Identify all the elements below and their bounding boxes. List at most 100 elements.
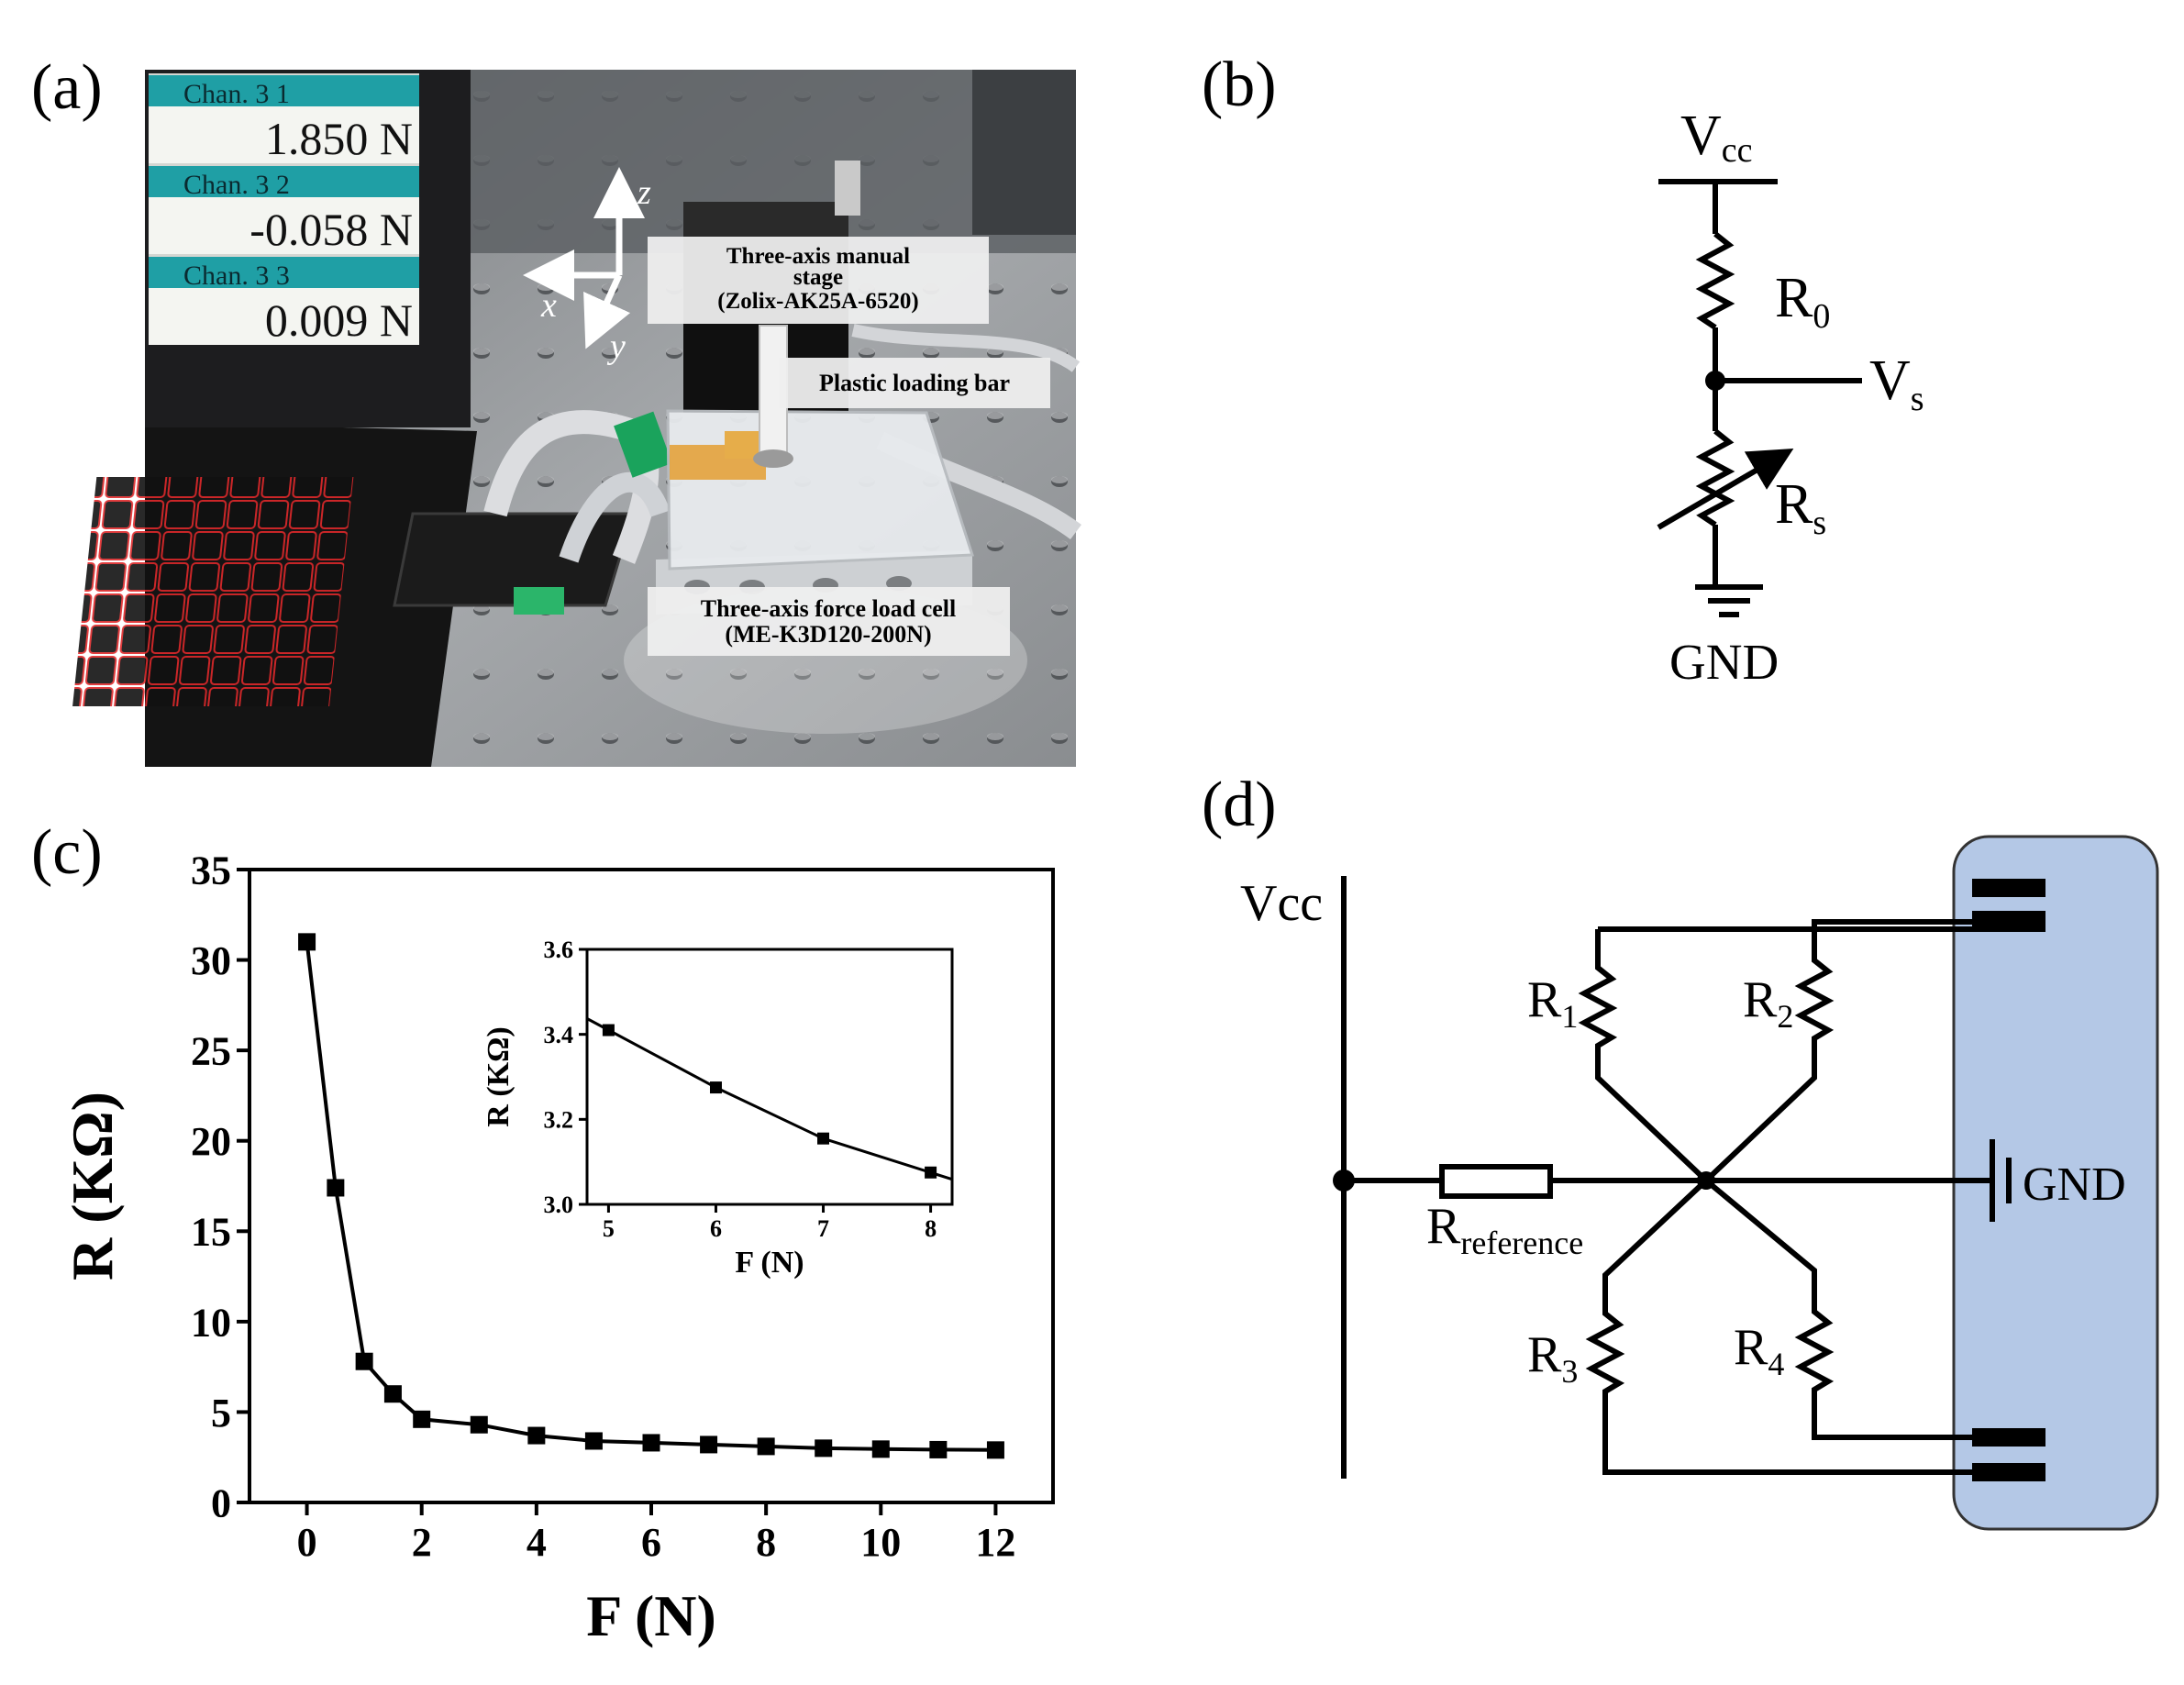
- reference-resistor: [1439, 1164, 1553, 1199]
- y-tick-label: 10: [191, 1300, 231, 1345]
- force-readout-display: Chan. 3 1 1.850 N Chan. 3 2 -0.058 N Cha…: [149, 73, 419, 346]
- resistor-rs: [1695, 428, 1735, 527]
- data-point: [757, 1437, 775, 1456]
- contact-pads: [1972, 879, 2045, 1481]
- x-tick-label: 5: [603, 1215, 615, 1242]
- data-point: [327, 1179, 345, 1197]
- y-tick-label: 30: [191, 938, 231, 983]
- x-axis-title: F (N): [735, 1246, 804, 1280]
- data-point: [602, 1024, 615, 1036]
- r3-label: R3: [1527, 1326, 1578, 1390]
- y-tick-label: 25: [191, 1029, 231, 1074]
- y-axis-arrow: [583, 273, 631, 349]
- y-axis-title: R (KΩ): [482, 1026, 516, 1126]
- coordinate-axes: [523, 167, 645, 349]
- experimental-setup-photo: [72, 70, 1082, 767]
- x-tick-label: 8: [925, 1215, 937, 1242]
- readout-row: Chan. 3 1 1.850 N: [149, 75, 419, 164]
- callout-stage-line2: stage: [793, 265, 843, 290]
- bridge-circuit: [1341, 876, 2045, 1479]
- junction-node: [1705, 371, 1725, 391]
- readout-channel-label: Chan. 3 3: [183, 261, 290, 291]
- voltage-divider-circuit: [1657, 179, 1862, 617]
- data-point: [413, 1410, 431, 1428]
- callout-cell-line2: (ME-K3D120-200N): [725, 621, 931, 648]
- y-tick-label: 3.2: [544, 1106, 574, 1133]
- data-point: [700, 1436, 718, 1454]
- vcc-label: Vcc: [1680, 105, 1753, 170]
- panel-a-label: (a): [31, 52, 103, 123]
- data-point: [871, 1440, 890, 1458]
- resistor-r4: [1704, 1178, 2045, 1440]
- callout-stage-line3: (Zolix-AK25A-6520): [717, 289, 918, 314]
- panel-b-label: (b): [1202, 50, 1277, 120]
- r0-label: R0: [1775, 267, 1830, 336]
- panel-b: (b) Vcc R0 Vs Rs GND: [1202, 50, 1924, 690]
- x-axis-title: F (N): [586, 1583, 716, 1648]
- x-tick-label: 0: [297, 1520, 317, 1565]
- data-point: [929, 1440, 948, 1458]
- resistor-r2: [1703, 924, 1835, 1183]
- data-point: [527, 1426, 546, 1445]
- panel-a: (a): [31, 52, 1082, 767]
- gnd-label: GND: [1669, 634, 1779, 690]
- rref-label: Rreference: [1426, 1198, 1583, 1261]
- data-point: [709, 1081, 722, 1094]
- plot-frame: [248, 868, 1055, 1504]
- y-tick-label: 15: [191, 1210, 231, 1255]
- vcc-label: Vcc: [1240, 875, 1323, 932]
- y-tick-label: 3.6: [544, 937, 574, 963]
- data-point: [986, 1441, 1004, 1459]
- data-point: [817, 1132, 830, 1145]
- x-tick-label: 2: [412, 1520, 432, 1565]
- data-point: [815, 1439, 833, 1458]
- callout-stage-line1: Three-axis manual: [726, 244, 910, 269]
- data-point: [642, 1434, 660, 1452]
- x-tick-label: 10: [860, 1520, 901, 1565]
- x-tick-label: 8: [756, 1520, 776, 1565]
- r1-label: R1: [1527, 971, 1578, 1035]
- callout-bar-text: Plastic loading bar: [819, 370, 1010, 396]
- callout-manual-stage: Three-axis manual stage (Zolix-AK25A-652…: [648, 237, 989, 324]
- callout-loading-bar: Plastic loading bar: [780, 358, 1050, 408]
- readout-value: -0.058 N: [249, 204, 413, 255]
- y-tick-label: 3.0: [544, 1192, 574, 1218]
- series-line: [586, 1017, 953, 1181]
- x-tick-label: 6: [641, 1520, 661, 1565]
- data-point: [470, 1415, 488, 1434]
- callout-load-cell: Three-axis force load cell (ME-K3D120-20…: [648, 587, 1010, 656]
- contact-pad: [1972, 1428, 2045, 1447]
- pad-wire-2: [1812, 919, 2045, 925]
- readout-value: 0.009 N: [265, 294, 413, 346]
- contact-pad: [1972, 1463, 2045, 1481]
- panel-c-label: (c): [31, 817, 103, 888]
- x-tick-label: 7: [817, 1215, 829, 1242]
- panel-d-label: (d): [1202, 770, 1277, 840]
- contact-pad: [1972, 879, 2045, 897]
- data-point: [584, 1432, 603, 1450]
- x-tick-label: 6: [710, 1215, 722, 1242]
- x-tick-label: 12: [975, 1520, 1015, 1565]
- rs-label: Rs: [1775, 473, 1826, 542]
- r2-label: R2: [1743, 971, 1793, 1035]
- junction-node: [1333, 1170, 1355, 1192]
- readout-channel-label: Chan. 3 1: [183, 79, 290, 109]
- bridge-center-node: [1697, 1171, 1715, 1190]
- z-axis-label: z: [637, 173, 651, 212]
- y-tick-label: 35: [191, 848, 231, 892]
- module-gnd-label: GND: [2023, 1158, 2126, 1211]
- resistor-r1: [1578, 929, 1709, 1183]
- y-tick-label: 20: [191, 1119, 231, 1164]
- plot-frame: [585, 948, 954, 1206]
- readout-row: Chan. 3 2 -0.058 N: [149, 166, 419, 255]
- y-tick-label: 5: [211, 1391, 231, 1436]
- data-point: [298, 933, 316, 951]
- data-point: [383, 1385, 402, 1403]
- y-axis-label: y: [606, 327, 626, 366]
- readout-channel-label: Chan. 3 2: [183, 170, 290, 200]
- readout-value: 1.850 N: [265, 113, 413, 164]
- contact-pad: [1972, 911, 2045, 929]
